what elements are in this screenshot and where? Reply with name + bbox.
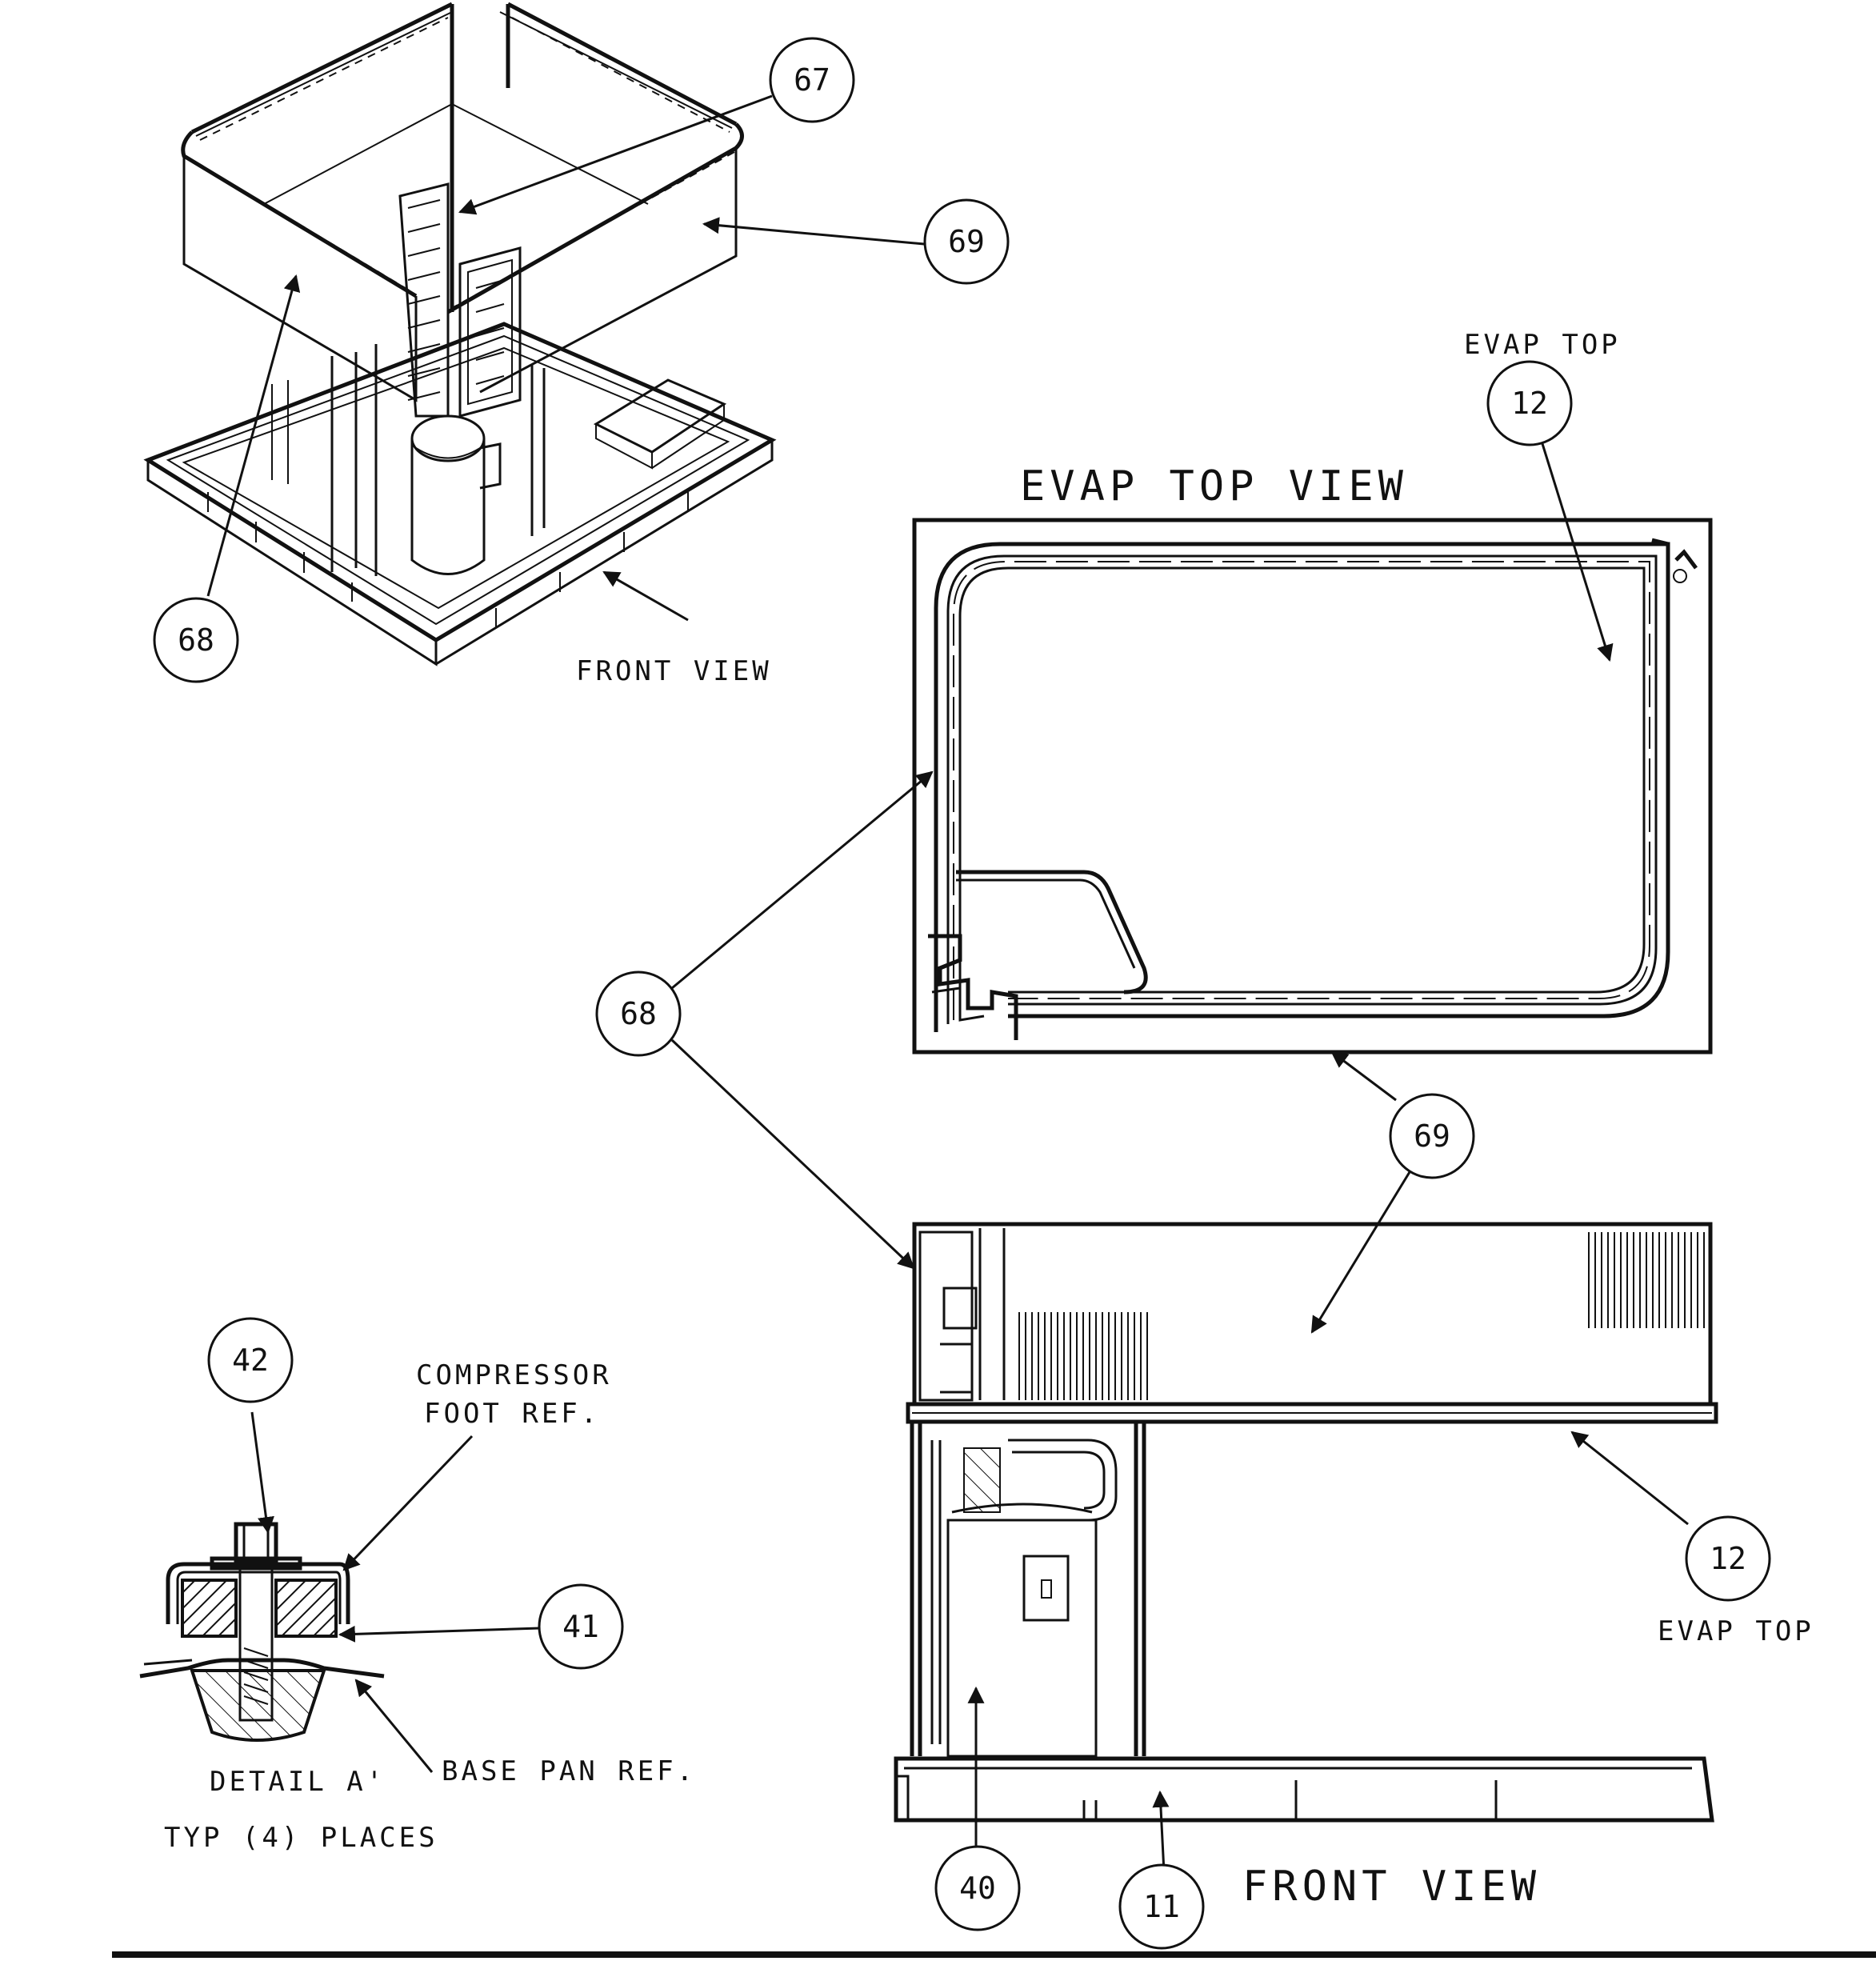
label-base-pan-ref: BASE PAN REF.: [442, 1755, 696, 1787]
callout-12-top: 12: [1486, 360, 1573, 446]
label-typ-places: TYP (4) PLACES: [164, 1822, 438, 1854]
label-compressor: COMPRESSOR: [416, 1359, 612, 1391]
callout-12-right: 12: [1685, 1515, 1771, 1602]
callout-40: 40: [934, 1845, 1021, 1931]
callout-11: 11: [1118, 1863, 1205, 1950]
large-front-view: [894, 1222, 1718, 1823]
isometric-front-view: [143, 2, 777, 666]
coil-wrap-iso: [181, 2, 744, 402]
callout-68-top: 68: [153, 597, 239, 683]
leader-lines: [206, 94, 1689, 1873]
label-evap-top-a: EVAP TOP: [1464, 329, 1621, 361]
callout-68-mid: 68: [595, 970, 682, 1057]
svg-text:11: 11: [1143, 1889, 1180, 1924]
svg-text:42: 42: [232, 1343, 269, 1378]
svg-text:68: 68: [620, 996, 657, 1031]
label-foot-ref: FOOT REF.: [424, 1398, 600, 1430]
label-evap-top-view: EVAP TOP VIEW: [1020, 462, 1408, 510]
compressor-iso: [410, 414, 502, 575]
label-detail-a: DETAIL A': [210, 1766, 386, 1798]
callout-69-mid: 69: [1389, 1093, 1475, 1179]
callout-67: 67: [769, 37, 855, 123]
callout-42: 42: [207, 1317, 294, 1403]
svg-text:40: 40: [959, 1871, 996, 1906]
label-front-view-small: FRONT VIEW: [576, 655, 772, 687]
svg-text:67: 67: [794, 62, 830, 98]
svg-text:41: 41: [562, 1609, 599, 1644]
svg-text:12: 12: [1710, 1541, 1746, 1576]
callout-41: 41: [538, 1583, 624, 1670]
callout-69-top: 69: [923, 198, 1010, 285]
svg-text:69: 69: [948, 224, 985, 259]
base-pan-iso: [143, 322, 777, 666]
label-front-view-large: FRONT VIEW: [1242, 1863, 1541, 1911]
label-evap-top-b: EVAP TOP: [1658, 1615, 1814, 1647]
svg-text:68: 68: [178, 622, 214, 658]
svg-text:69: 69: [1414, 1119, 1450, 1154]
detail-a: [139, 1522, 385, 1742]
internal-frame-iso: [271, 182, 546, 576]
svg-text:12: 12: [1511, 386, 1548, 421]
